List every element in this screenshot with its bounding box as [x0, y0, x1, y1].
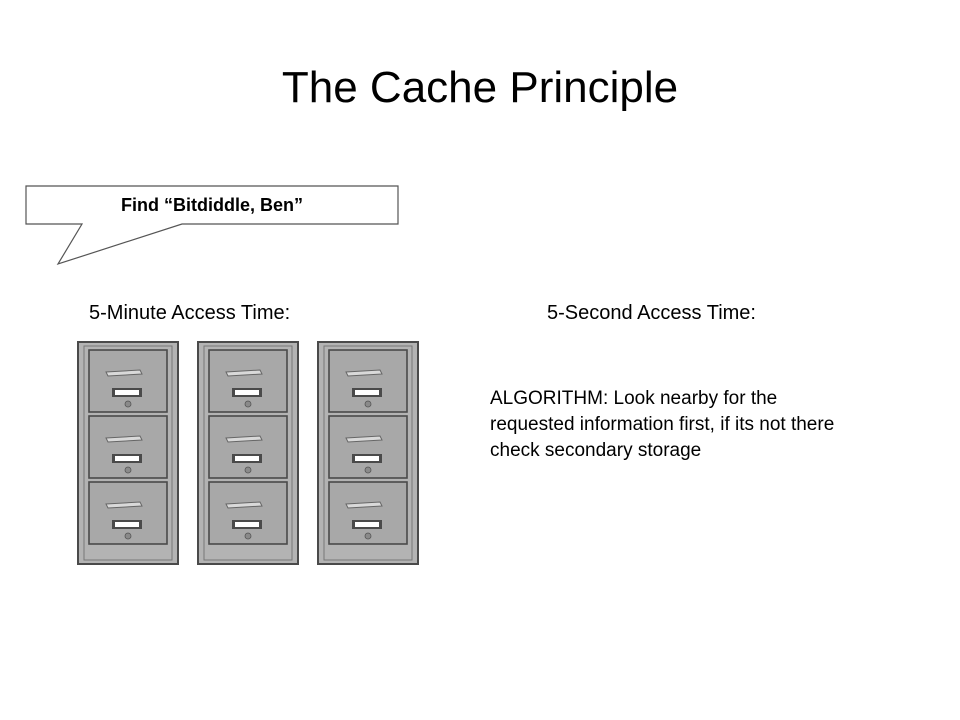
- cabinet-drawer: [88, 481, 168, 545]
- cabinet-drawer: [88, 415, 168, 479]
- speech-bubble-text: Find “Bitdiddle, Ben”: [121, 194, 303, 215]
- filing-cabinet-icon: [77, 341, 179, 565]
- five-minute-access-heading: 5-Minute Access Time:: [89, 302, 291, 324]
- cabinet-drawer: [208, 481, 288, 545]
- cabinet-drawer: [328, 415, 408, 479]
- cabinet-drawer: [208, 415, 288, 479]
- cabinet-drawer: [208, 349, 288, 413]
- cabinet-drawer: [328, 349, 408, 413]
- filing-cabinet-icon: [197, 341, 299, 565]
- cabinet-drawer: [328, 481, 408, 545]
- filing-cabinets-illustration: [77, 341, 419, 565]
- filing-cabinet-icon: [317, 341, 419, 565]
- algorithm-text: ALGORITHM: Look nearby for the requested…: [490, 388, 835, 461]
- five-second-access-heading: 5-Second Access Time:: [547, 302, 756, 324]
- cabinet-drawer: [88, 349, 168, 413]
- slide-title: The Cache Principle: [281, 63, 679, 112]
